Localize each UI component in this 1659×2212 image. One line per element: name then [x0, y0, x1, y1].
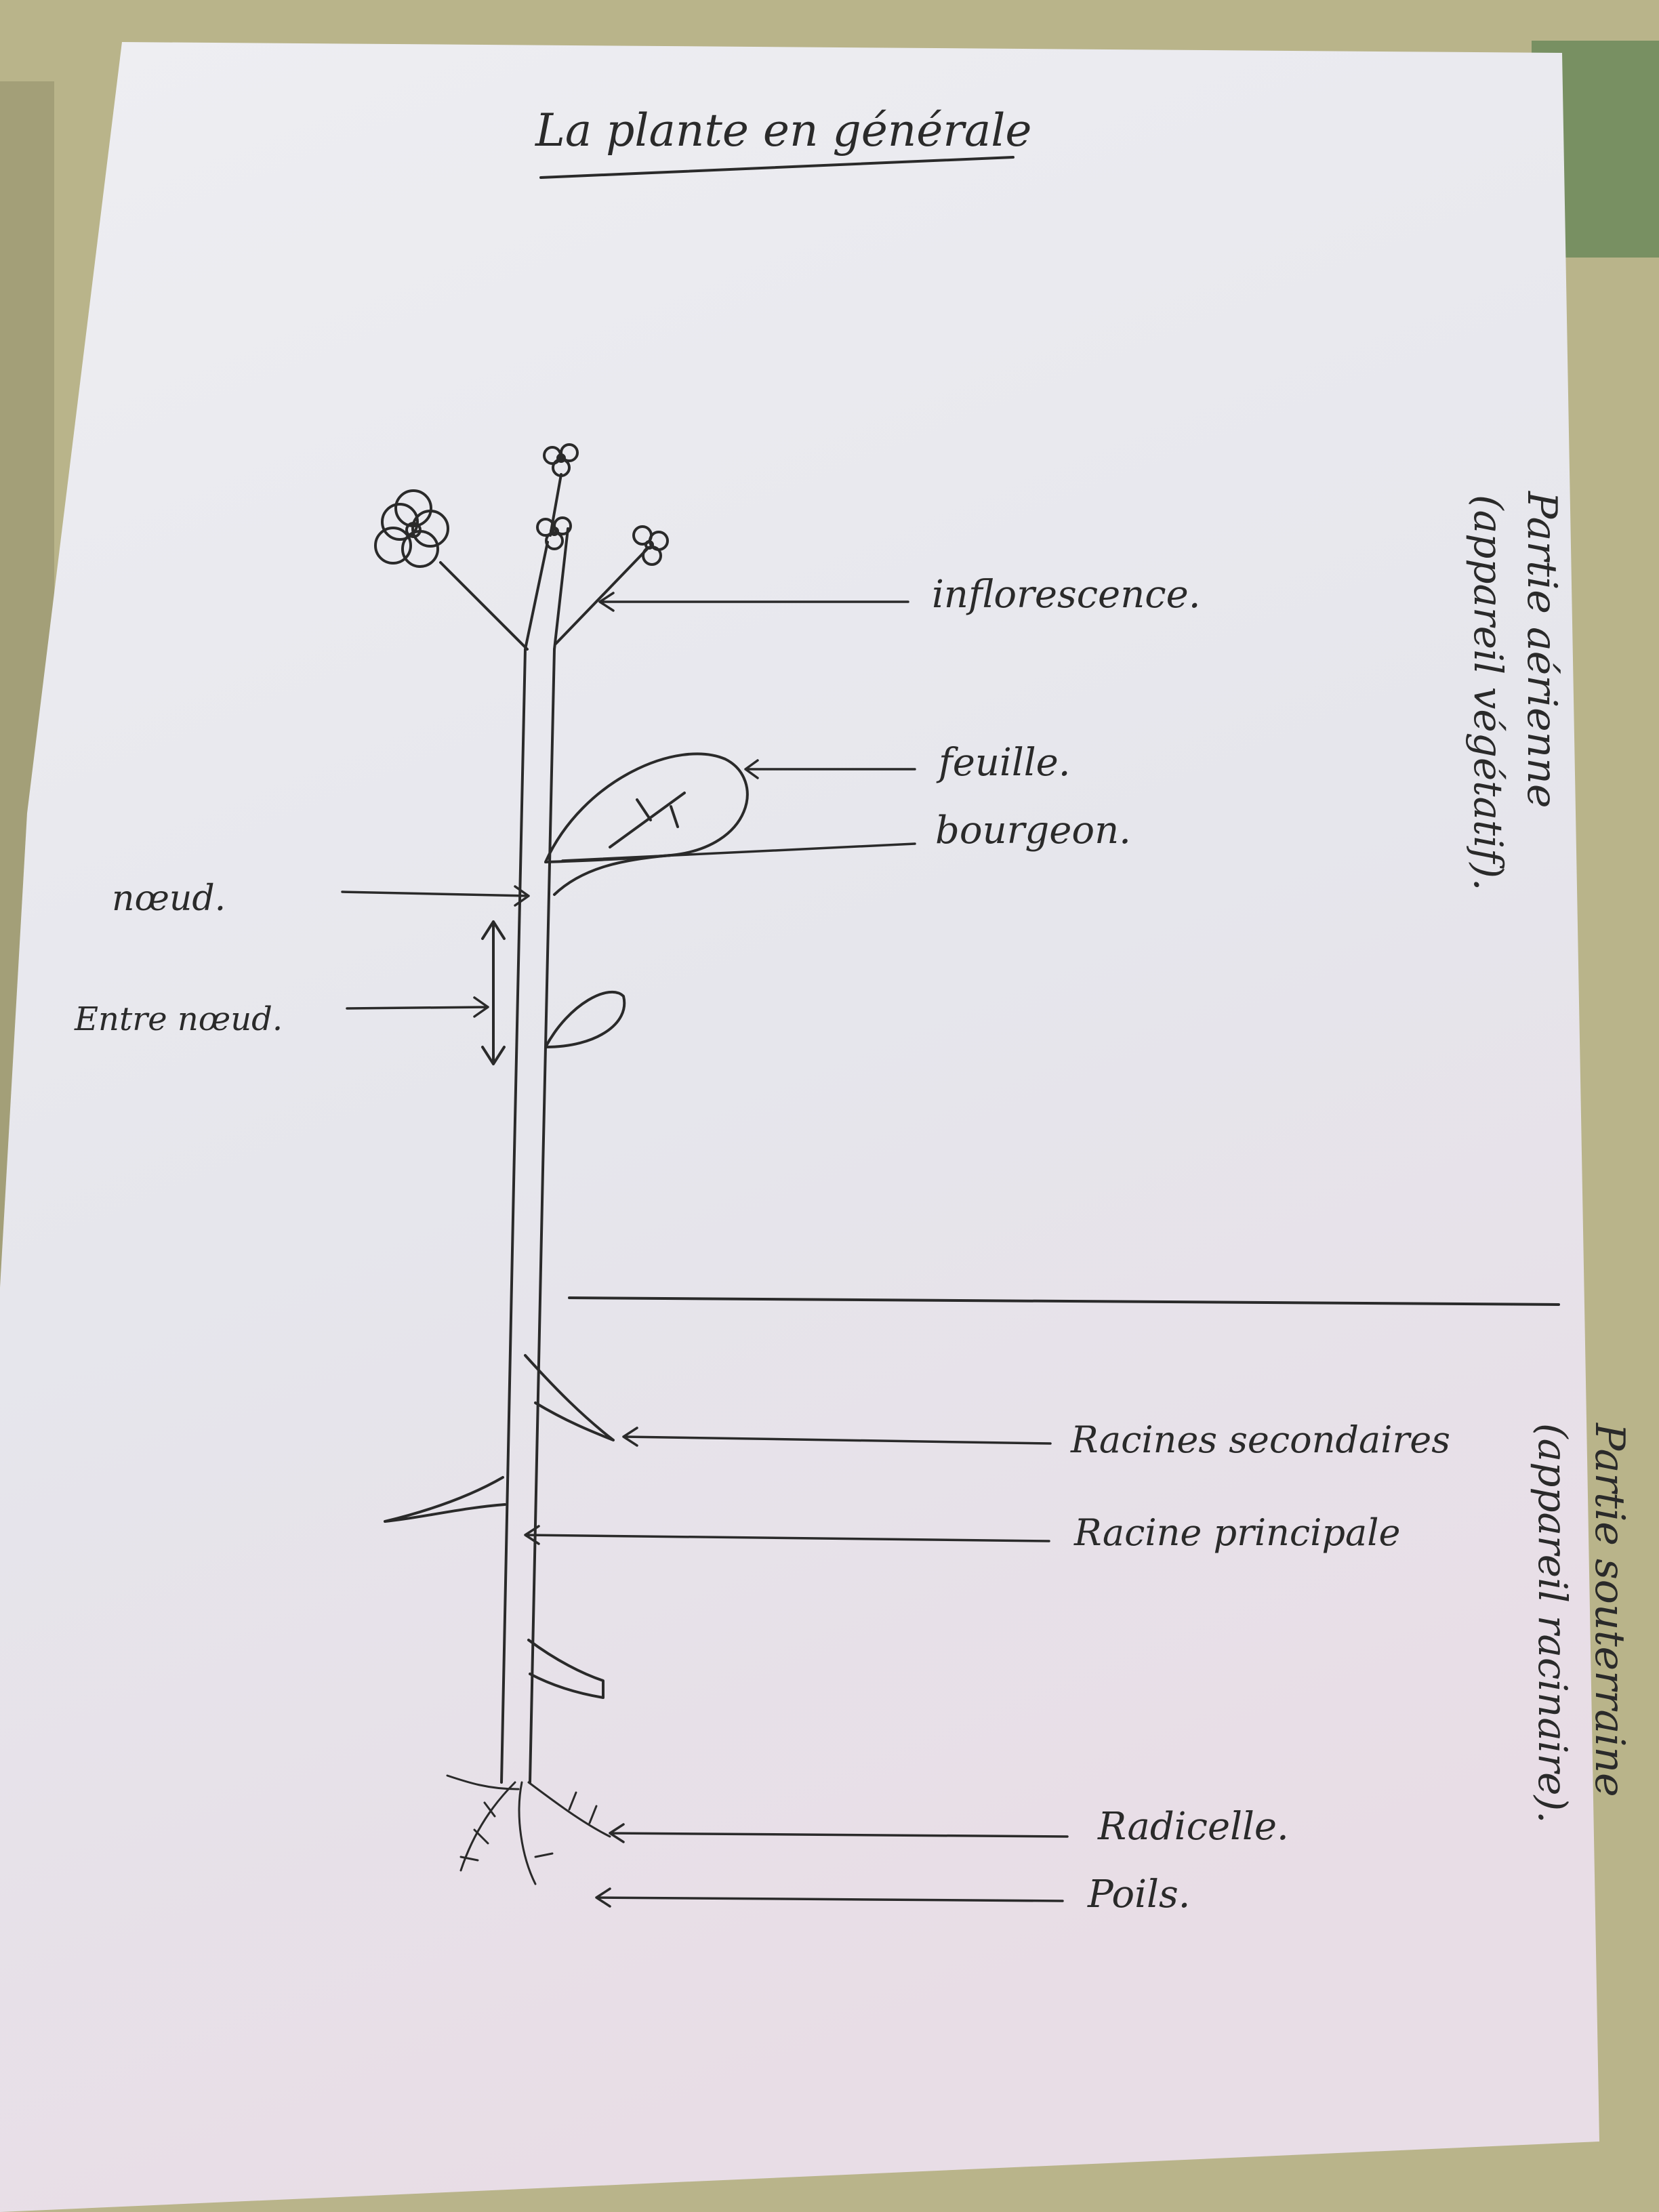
label-noeud: nœud.	[112, 878, 226, 919]
arrow-feuille	[744, 759, 916, 779]
branch-left-center	[524, 541, 549, 651]
label-radicelle: Radicelle.	[1098, 1805, 1289, 1849]
label-entre-noeud: Entre nœud.	[75, 1000, 283, 1038]
section-aerienne-subtitle: (appareil végétatif).	[1465, 495, 1511, 891]
paper-sheet	[0, 42, 1599, 2212]
arrow-noeud	[341, 885, 530, 907]
label-racines-secondaires: Racines secondaires	[1071, 1418, 1450, 1461]
title-underline	[539, 156, 1015, 179]
stem-right	[529, 648, 556, 1784]
label-bourgeon: bourgeon.	[935, 808, 1131, 853]
section-souterraine-title: Partie souterraine	[1586, 1423, 1633, 1797]
label-poils: Poils.	[1088, 1872, 1191, 1917]
flower-top	[543, 443, 579, 477]
secondary-root-right-upper	[524, 1354, 615, 1441]
arrow-radicelle	[609, 1823, 1069, 1843]
arrow-inflorescence	[598, 592, 909, 612]
arrow-poils	[595, 1887, 1064, 1908]
arrow-bourgeon	[561, 842, 916, 862]
ground-line	[568, 1296, 1560, 1306]
lower-bud	[544, 990, 626, 1048]
stem-left	[500, 648, 527, 1784]
flower-left	[374, 489, 449, 568]
secondary-root-left	[384, 1476, 506, 1523]
leader-arrows	[341, 592, 1069, 1908]
branch-left	[439, 561, 529, 651]
label-inflorescence: inflorescence.	[932, 573, 1201, 617]
branch-right-center	[553, 527, 569, 651]
label-racine-principale: Racine principale	[1074, 1511, 1401, 1554]
secondary-root-right-lower	[527, 1639, 605, 1699]
branch-right	[554, 548, 649, 645]
label-feuille: feuille.	[939, 741, 1071, 785]
arrow-racine-principale	[524, 1525, 1050, 1545]
entre-noeud-span-arrow	[481, 920, 506, 1065]
arrow-entre-noeud	[346, 996, 489, 1018]
radicelles	[446, 1774, 611, 1885]
flower-right	[632, 525, 669, 566]
section-souterraine-subtitle: (appareil racinaire).	[1530, 1423, 1576, 1824]
page-title: La plante en générale	[535, 104, 1032, 157]
leaf-veins	[609, 792, 686, 848]
section-aerienne-title: Partie aérienne	[1518, 491, 1565, 808]
arrow-racines-secondaires	[622, 1427, 1052, 1447]
flower-center	[536, 516, 572, 550]
